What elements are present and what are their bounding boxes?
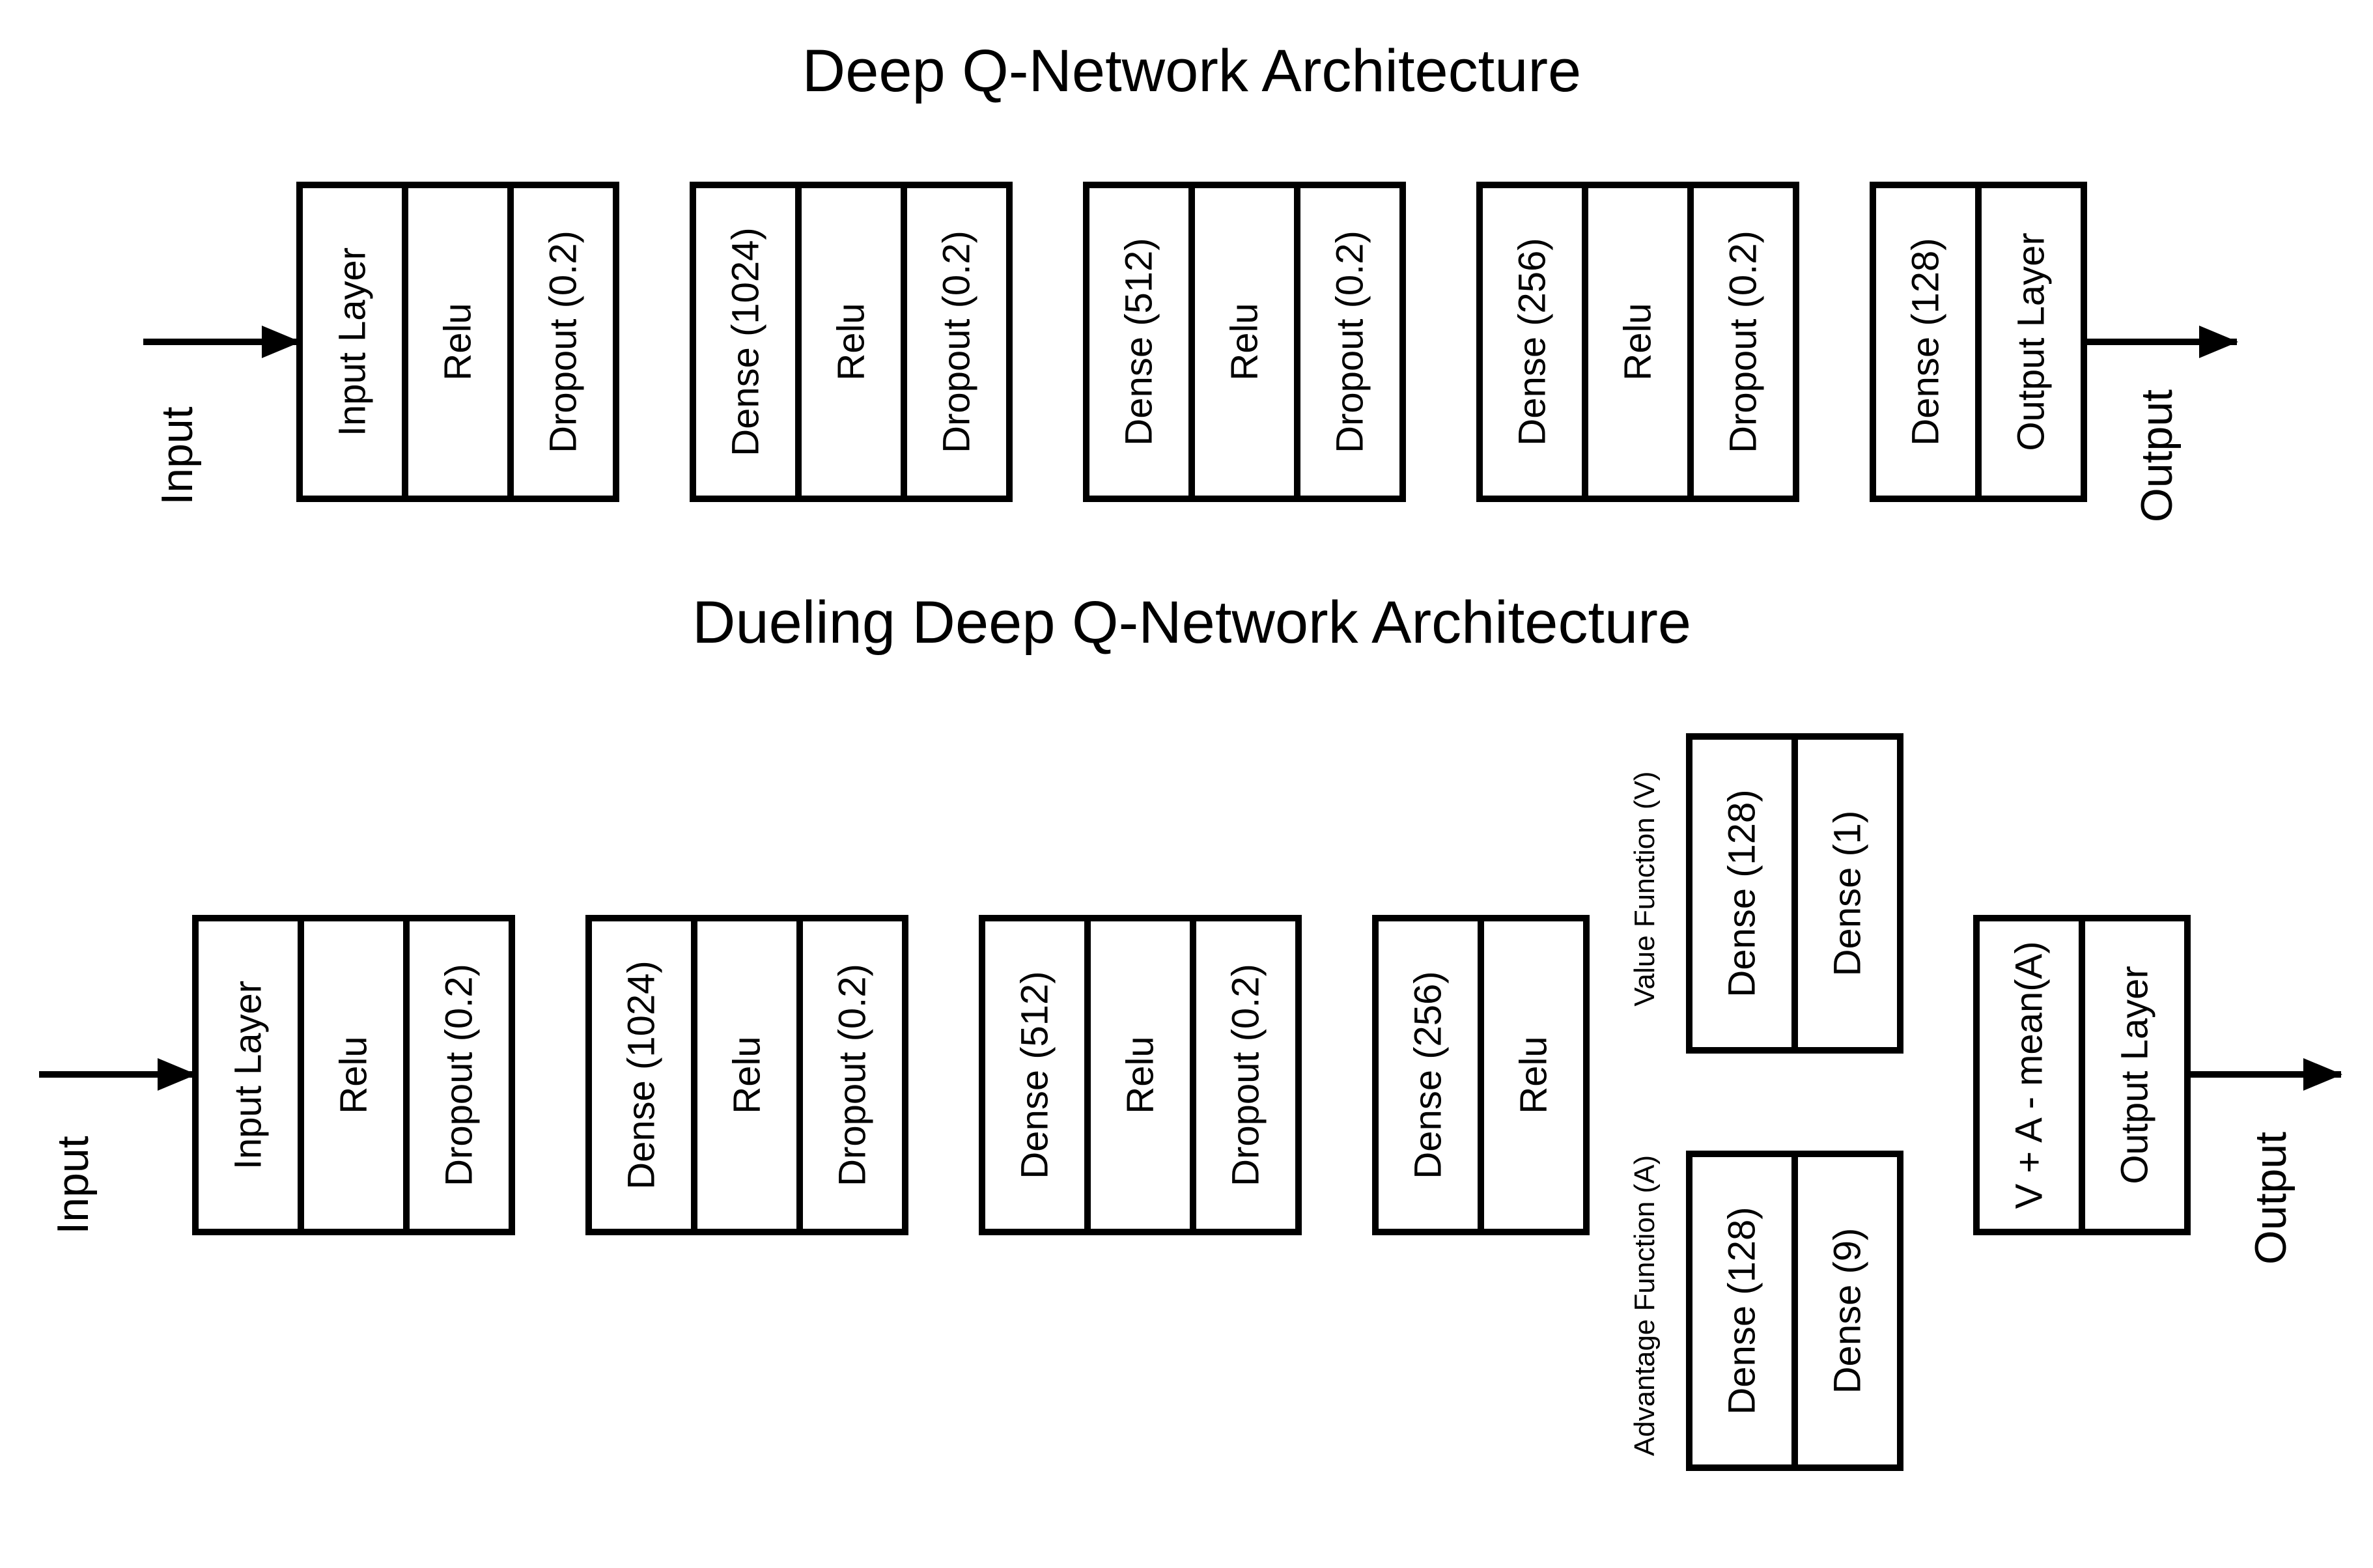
layer-label: Input Layer bbox=[227, 981, 270, 1169]
dueling-block-4: Dense (256) Relu bbox=[1372, 915, 1590, 1235]
layer-label: Relu bbox=[1513, 1036, 1555, 1113]
dueling-input-label: Input bbox=[48, 1136, 98, 1234]
layer-label: Relu bbox=[1224, 303, 1266, 380]
layer-label: Dropout (0.2) bbox=[1722, 231, 1765, 453]
layer-label: Input Layer bbox=[331, 247, 374, 436]
layer-label: Dropout (0.2) bbox=[542, 231, 585, 453]
dqn-input-label: Input bbox=[152, 406, 202, 505]
aggregation-output-block: V + A - mean(A) Output Layer bbox=[1973, 915, 2191, 1235]
layer-label: Dense (1024) bbox=[621, 960, 663, 1189]
dqn-output-label: Output bbox=[2132, 389, 2182, 522]
layer-label: Dropout (0.2) bbox=[1329, 231, 1371, 453]
layer-label: Dense (128) bbox=[1721, 1207, 1763, 1414]
value-branch-label: Value Function (V) bbox=[1629, 771, 1661, 1006]
dueling-output-label: Output bbox=[2246, 1132, 2296, 1265]
layer-label: Relu bbox=[830, 303, 873, 380]
dqn-title: Deep Q-Network Architecture bbox=[802, 38, 1581, 104]
layer-label: Dense (128) bbox=[1721, 789, 1763, 997]
dueling-block-3: Dense (512) Relu Dropout (0.2) bbox=[979, 915, 1302, 1235]
layer-label: Dense (128) bbox=[1905, 238, 1947, 445]
dueling-block-1: Input Layer Relu Dropout (0.2) bbox=[192, 915, 515, 1235]
value-function-block: Dense (128) Dense (1) bbox=[1686, 733, 1903, 1054]
dqn-block-3-frame bbox=[1083, 182, 1406, 502]
dueling-block-2: Dense (1024) Relu Dropout (0.2) bbox=[585, 915, 908, 1235]
layer-label: Relu bbox=[1119, 1036, 1162, 1113]
layer-label: Relu bbox=[726, 1036, 768, 1113]
layer-label: Dropout (0.2) bbox=[936, 231, 978, 453]
layer-label: V + A - mean(A) bbox=[2008, 941, 2051, 1209]
dueling-block-1-frame bbox=[192, 915, 515, 1235]
layer-label: Dense (512) bbox=[1118, 238, 1160, 445]
layer-label: Dense (512) bbox=[1014, 971, 1056, 1179]
layer-label: Relu bbox=[437, 303, 479, 380]
layer-label: Dense (1024) bbox=[725, 227, 767, 456]
layer-label: Dense (256) bbox=[1407, 971, 1450, 1179]
layer-label: Relu bbox=[1617, 303, 1659, 380]
advantage-branch-label: Advantage Function (A) bbox=[1629, 1155, 1661, 1456]
dueling-block-2-frame bbox=[585, 915, 908, 1235]
dqn-block-2-frame bbox=[690, 182, 1013, 502]
dqn-block-3: Dense (512) Relu Dropout (0.2) bbox=[1083, 182, 1406, 502]
layer-label: Output Layer bbox=[2010, 232, 2053, 451]
dqn-block-1-frame bbox=[296, 182, 619, 502]
dueling-block-3-frame bbox=[979, 915, 1302, 1235]
layer-label: Dropout (0.2) bbox=[1225, 964, 1267, 1186]
dqn-block-5: Dense (128) Output Layer bbox=[1870, 182, 2087, 502]
layer-label: Dense (1) bbox=[1827, 811, 1869, 977]
advantage-function-block: Dense (128) Dense (9) bbox=[1686, 1151, 1903, 1471]
dqn-block-2: Dense (1024) Relu Dropout (0.2) bbox=[690, 182, 1013, 502]
layer-label: Output Layer bbox=[2114, 966, 2156, 1184]
layer-label: Dropout (0.2) bbox=[438, 964, 481, 1186]
dqn-block-4: Dense (256) Relu Dropout (0.2) bbox=[1476, 182, 1799, 502]
dueling-title: Dueling Deep Q-Network Architecture bbox=[692, 589, 1691, 656]
layer-label: Dropout (0.2) bbox=[832, 964, 874, 1186]
layer-label: Dense (9) bbox=[1827, 1228, 1869, 1394]
layer-label: Dense (256) bbox=[1511, 238, 1554, 445]
dqn-block-1: Input Layer Relu Dropout (0.2) bbox=[296, 182, 619, 502]
layer-label: Relu bbox=[333, 1036, 375, 1113]
dqn-block-4-frame bbox=[1476, 182, 1799, 502]
